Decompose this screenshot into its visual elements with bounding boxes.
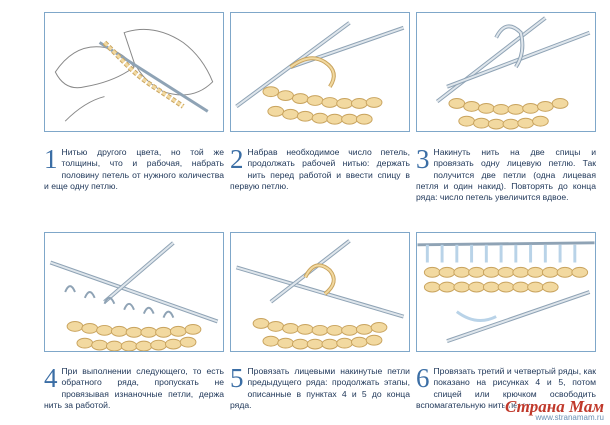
illustration-step-3 (416, 12, 596, 132)
step-number: 2 (230, 144, 244, 174)
illustration-step-4 (44, 232, 224, 352)
step-text: Накинуть нить на две спицы и провязать о… (416, 147, 596, 203)
yarn-over-drawing (435, 16, 591, 130)
step-5: 5 Провязать лицевыми накинутые петли пре… (230, 363, 410, 411)
step-4: 4 При выполнении следующего, то есть обр… (44, 363, 224, 411)
hands-casting-on-drawing (54, 28, 214, 122)
step-number: 1 (44, 144, 58, 174)
watermark-brand: Страна Мам (504, 397, 604, 416)
watermark-site: www.stranamam.ru (535, 413, 604, 422)
step-text: При выполнении следующего, то есть обрат… (44, 366, 224, 410)
step-text: Провязать третий и четвертый ряды, как п… (416, 366, 596, 410)
step-3: 3 Накинуть нить на две спицы и провязать… (416, 144, 596, 203)
slip-purl-stitches-drawing (49, 241, 219, 351)
illustration-step-2 (230, 12, 410, 132)
step-number: 5 (230, 363, 244, 393)
illustration-step-1 (44, 12, 224, 132)
knit-cast-on-drawing (235, 21, 405, 125)
step-text: Провязать лицевыми накинутые петли преды… (230, 366, 410, 410)
step-text: Набрав необходимое число петель, продолж… (230, 147, 410, 191)
illustration-step-6 (416, 232, 596, 352)
knit-yarn-overs-drawing (235, 239, 405, 350)
step-1: 1 Нитью другого цвета, но той же толщины… (44, 144, 224, 192)
site-watermark: Страна Мам www.stranamam.ru (505, 398, 604, 422)
step-number: 6 (416, 363, 430, 393)
step-number: 3 (416, 144, 430, 174)
illustration-step-5 (230, 232, 410, 352)
step-2: 2 Набрав необходимое число петель, продо… (230, 144, 410, 192)
step-text: Нитью другого цвета, но той же толщины, … (44, 147, 224, 191)
step-number: 4 (44, 363, 58, 393)
remove-waste-yarn-drawing (417, 241, 595, 344)
step-6: 6 Провязать третий и четвертый ряды, как… (416, 363, 596, 411)
